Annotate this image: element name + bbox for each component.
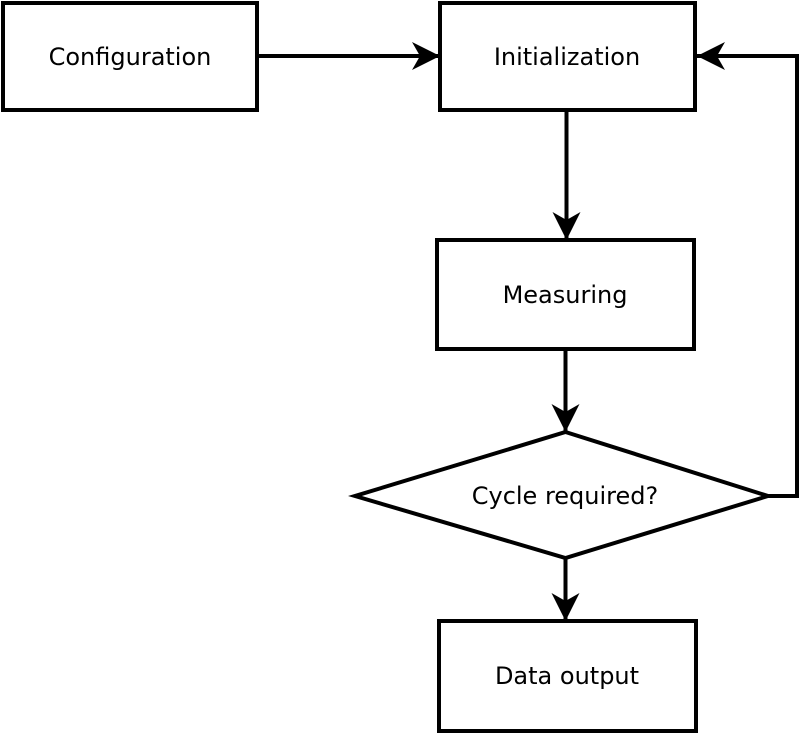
initialization-label: Initialization <box>494 43 640 71</box>
node-initialization: Initialization <box>438 1 697 112</box>
data-output-box <box>437 619 698 733</box>
edge-cycle-required-to-initialization-loop <box>697 42 799 498</box>
node-measuring: Measuring <box>435 238 696 351</box>
measuring-label: Measuring <box>503 281 628 309</box>
configuration-box <box>1 1 259 112</box>
configuration-label: Configuration <box>49 43 212 71</box>
node-cycle-required: Cycle required? <box>348 429 775 561</box>
node-data-output: Data output <box>437 619 698 733</box>
data-output-label: Data output <box>495 662 639 690</box>
initialization-box <box>438 1 697 112</box>
cycle-required-label: Cycle required? <box>472 482 659 510</box>
node-configuration: Configuration <box>1 1 259 112</box>
